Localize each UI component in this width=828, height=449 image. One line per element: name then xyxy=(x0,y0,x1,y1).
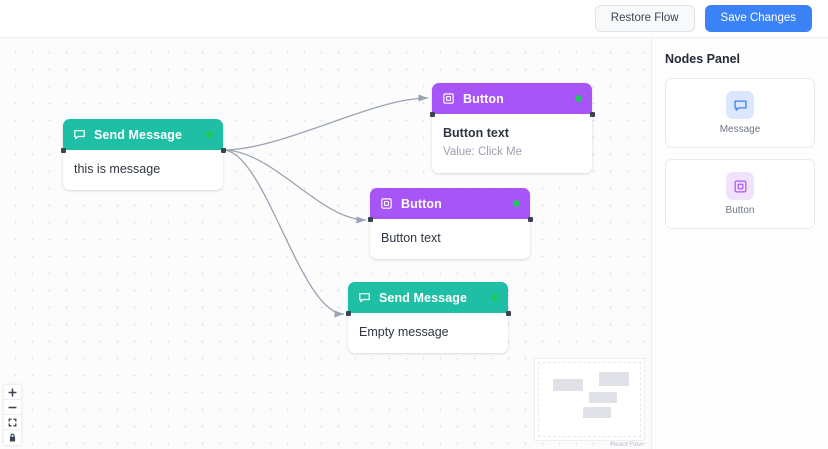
node-handle-source[interactable] xyxy=(505,311,511,316)
minimap-node xyxy=(553,379,583,391)
speech-bubble-icon xyxy=(73,128,86,141)
node-title: Button xyxy=(401,196,442,211)
status-badge xyxy=(513,200,520,207)
palette-item-message[interactable]: Message xyxy=(665,78,815,148)
nodes-panel: Nodes Panel Message Button xyxy=(651,38,828,449)
square-in-square-icon xyxy=(380,197,393,210)
node-header: Button xyxy=(370,188,530,219)
node-body-primary: this is message xyxy=(74,162,161,176)
flow-node-button-2[interactable]: Button Button text xyxy=(367,188,533,260)
node-body: Button text Value: Click Me xyxy=(432,114,592,174)
node-title: Send Message xyxy=(379,290,468,305)
save-changes-button[interactable]: Save Changes xyxy=(704,4,812,33)
flow-node-send-message-1[interactable]: Send Message this is message xyxy=(60,119,226,191)
speech-bubble-icon xyxy=(726,91,754,119)
minimap-node xyxy=(589,392,617,403)
node-handle-target[interactable] xyxy=(429,112,435,117)
square-in-square-icon xyxy=(726,172,754,200)
status-badge xyxy=(491,294,498,301)
flow-canvas[interactable]: Send Message this is message Button xyxy=(0,38,651,449)
minimap-node xyxy=(583,407,611,418)
zoom-out-icon[interactable] xyxy=(4,400,21,415)
node-handle-target[interactable] xyxy=(345,311,351,316)
flow-node-button-1[interactable]: Button Button text Value: Click Me xyxy=(429,83,595,174)
node-header: Button xyxy=(432,83,592,114)
speech-bubble-icon xyxy=(358,291,371,304)
node-handle-source[interactable] xyxy=(589,112,595,117)
status-badge xyxy=(206,131,213,138)
minimap[interactable] xyxy=(534,358,645,441)
node-header: Send Message xyxy=(348,282,508,313)
node-body-primary: Button text xyxy=(443,126,509,140)
toolbar: Restore Flow Save Changes xyxy=(0,0,828,38)
node-body: Empty message xyxy=(348,313,508,354)
zoom-in-icon[interactable] xyxy=(4,385,21,400)
node-handle-target[interactable] xyxy=(60,148,66,153)
node-body: Button text xyxy=(370,219,530,260)
node-title: Send Message xyxy=(94,127,183,142)
palette-item-label: Button xyxy=(725,205,755,216)
minimap-viewport-mask xyxy=(538,362,641,437)
palette-item-label: Message xyxy=(719,124,761,135)
restore-flow-button[interactable]: Restore Flow xyxy=(594,4,695,33)
node-body-primary: Button text xyxy=(381,231,441,245)
flow-node-send-message-2[interactable]: Send Message Empty message xyxy=(345,282,511,354)
minimap-node xyxy=(599,372,629,386)
status-badge xyxy=(575,95,582,102)
canvas-controls xyxy=(4,385,21,445)
square-in-square-icon xyxy=(442,92,455,105)
lock-icon[interactable] xyxy=(4,430,21,445)
fit-view-icon[interactable] xyxy=(4,415,21,430)
react-flow-attribution[interactable]: React Flow xyxy=(610,441,643,448)
node-header: Send Message xyxy=(63,119,223,150)
panel-title: Nodes Panel xyxy=(665,52,741,66)
node-body-primary: Empty message xyxy=(359,325,449,339)
palette-item-button[interactable]: Button xyxy=(665,159,815,229)
node-handle-target[interactable] xyxy=(367,217,373,222)
node-handle-source[interactable] xyxy=(220,148,226,153)
node-handle-source[interactable] xyxy=(527,217,533,222)
node-body-secondary: Value: Click Me xyxy=(443,146,523,159)
node-body: this is message xyxy=(63,150,223,191)
node-title: Button xyxy=(463,91,504,106)
